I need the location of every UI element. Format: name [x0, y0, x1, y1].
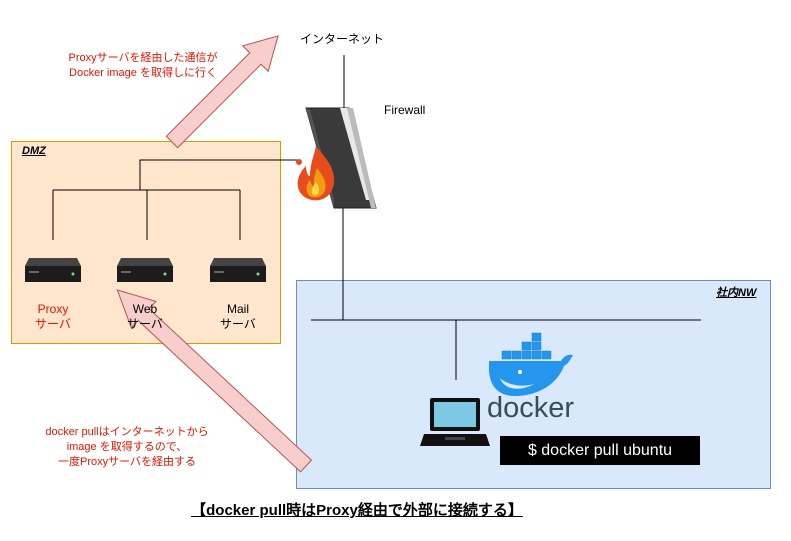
proxy-server-name: Proxy [37, 302, 69, 316]
server-icon [117, 258, 173, 282]
web-server-label: Web サーバ [125, 302, 165, 332]
mail-server-kind: サーバ [220, 317, 256, 331]
top-note: Proxyサーバを経由した通信が Docker image を取得しに行く [48, 51, 238, 81]
laptop-icon [420, 398, 490, 446]
web-server-name: Web [132, 302, 158, 316]
docker-whale-icon [489, 332, 573, 396]
internal-network-label: 社内NW [716, 287, 757, 299]
proxy-server-label: Proxy サーバ [33, 302, 73, 332]
proxy-server-kind: サーバ [35, 317, 71, 331]
command-box: $ docker pull ubuntu [500, 436, 700, 465]
mail-server-label: Mail サーバ [218, 302, 258, 332]
internet-label: インターネット [300, 32, 385, 46]
web-server-kind: サーバ [127, 317, 163, 331]
server-icon [210, 258, 266, 282]
docker-logo-text: docker [487, 392, 575, 424]
mail-server-name: Mail [226, 302, 249, 316]
fire-icon [296, 146, 335, 201]
bottom-note-line: docker pullはインターネットから [45, 426, 209, 438]
bottom-note-line: 一度Proxyサーバを経由する [57, 456, 196, 468]
bottom-note-line: image を取得するので、 [66, 441, 188, 453]
top-note-line: Docker image を取得しに行く [69, 67, 217, 79]
server-icon [25, 258, 81, 282]
arrow-icon [116, 289, 313, 473]
diagram-caption: 【docker pull時はProxy経由で外部に接続する】 [191, 502, 523, 519]
dmz-uplink-line [139, 159, 300, 190]
firewall-label: Firewall [384, 103, 426, 117]
arrow-icon [165, 35, 279, 149]
dmz-label: DMZ [22, 145, 46, 157]
top-note-line: Proxyサーバを経由した通信が [68, 52, 218, 64]
bottom-note: docker pullはインターネットから image を取得するので、 一度P… [22, 425, 232, 470]
